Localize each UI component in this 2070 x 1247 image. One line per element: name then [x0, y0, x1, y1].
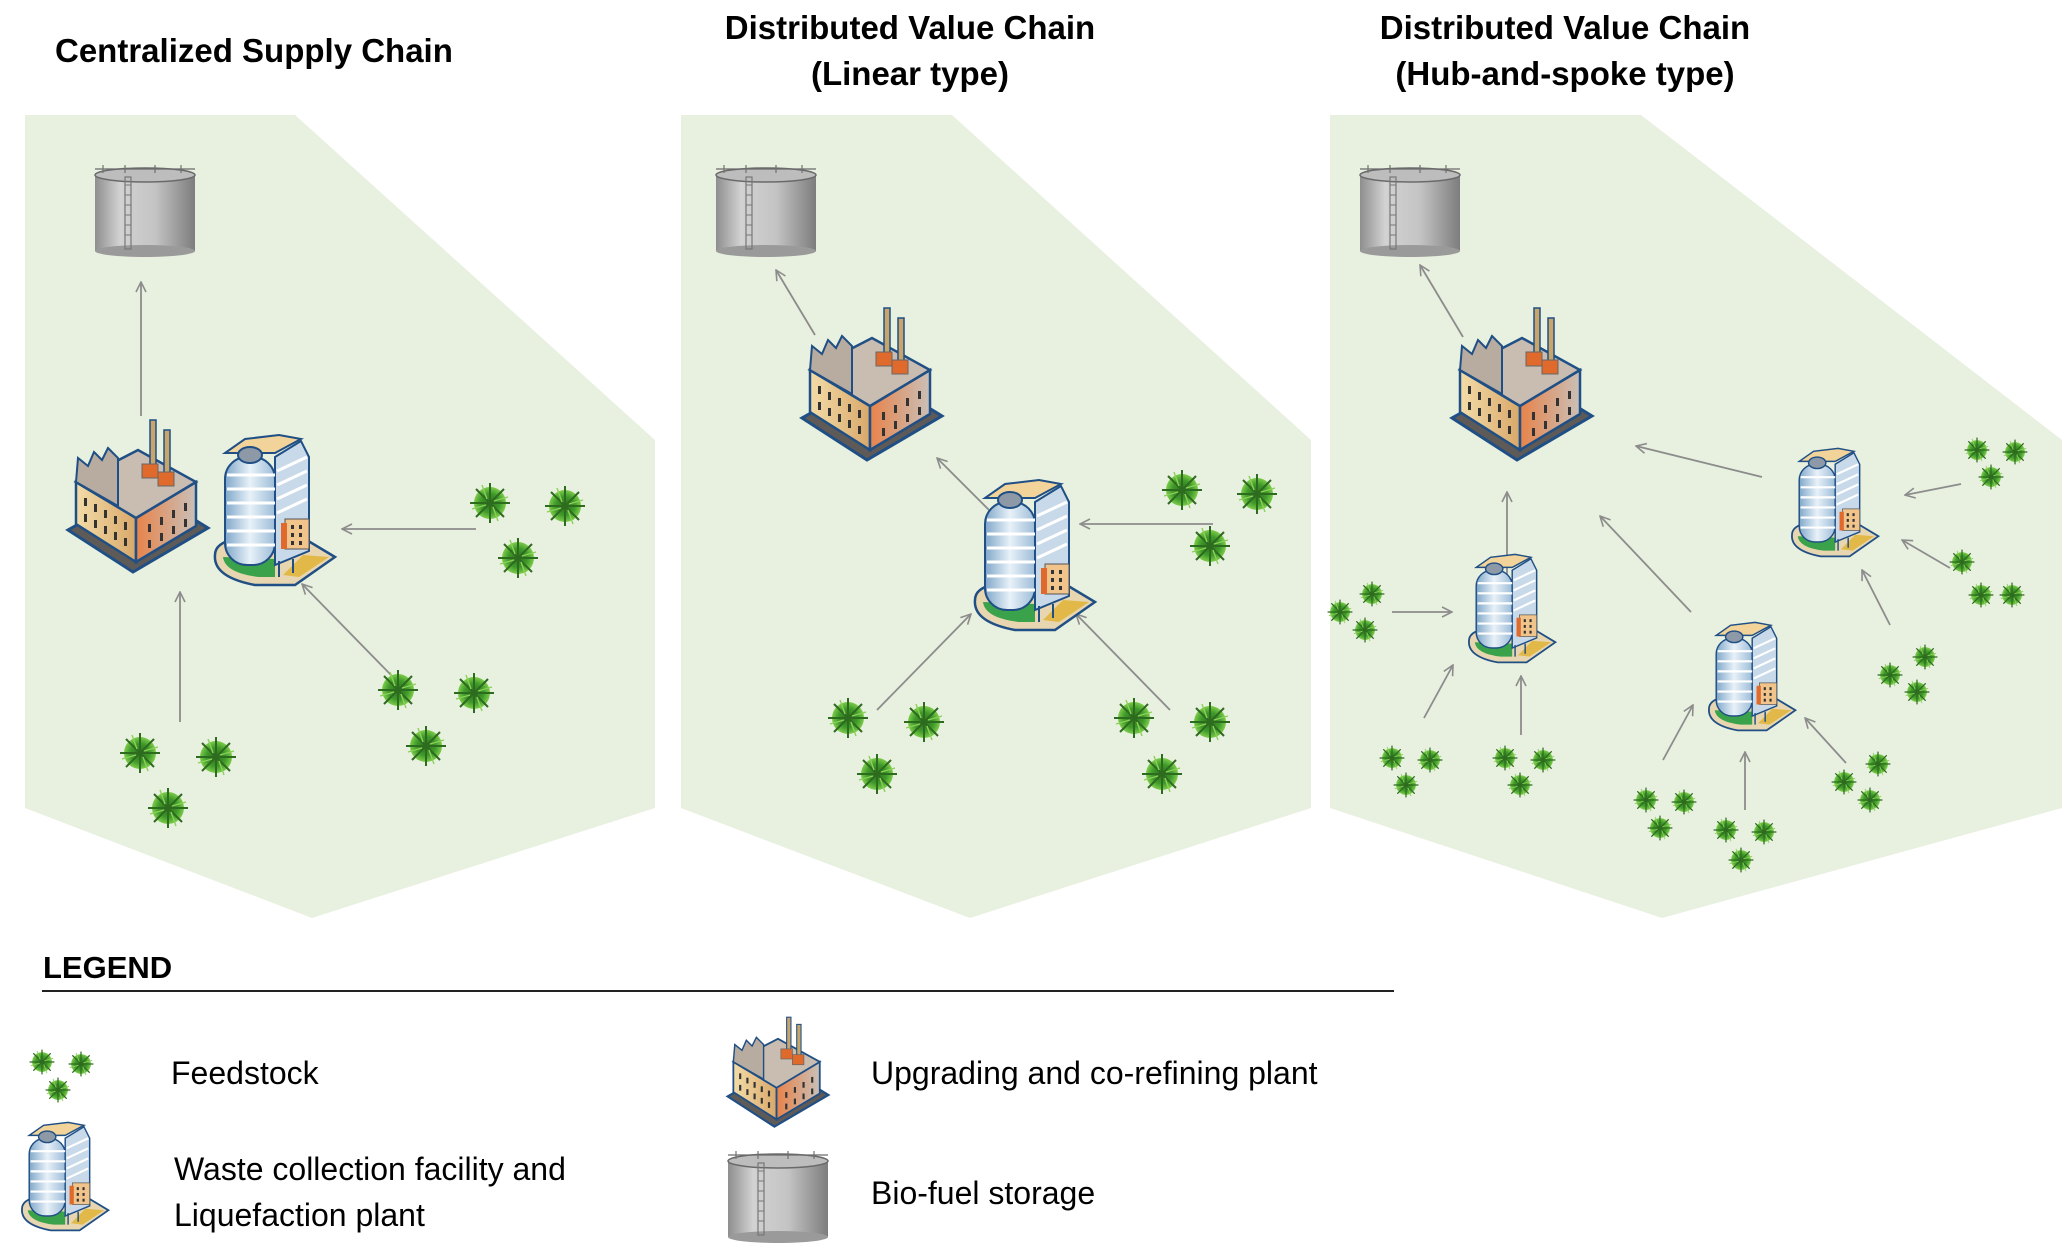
flow-arrow [1905, 483, 1962, 495]
panel-hub-spoke [1328, 164, 2028, 872]
flow-arrow [1902, 540, 1951, 569]
biofuel-storage-icon [727, 1150, 829, 1244]
feedstock-icon [1161, 469, 1203, 511]
flow-arrow [1636, 446, 1763, 478]
feedstock-icon [497, 537, 539, 579]
feedstock-icon [827, 697, 869, 739]
flow-arrow [1862, 570, 1891, 626]
flow-arrow [1076, 614, 1171, 711]
panel-title-linear: Distributed Value Chain (Linear type) [690, 5, 1130, 97]
legend-feedstock-icon [30, 1050, 94, 1103]
waste-collection-icon [20, 1121, 110, 1232]
biofuel-storage-icon [715, 164, 817, 258]
feedstock-icon [1189, 525, 1231, 567]
feedstock-icon [544, 485, 586, 527]
biofuel-storage-icon [1359, 164, 1461, 258]
flow-arrow [876, 614, 971, 711]
panel-title-centralized: Centralized Supply Chain [30, 28, 475, 74]
flow-arrow [1662, 705, 1693, 761]
feedstock-icon [405, 725, 447, 767]
panel-title-hub-spoke: Distributed Value Chain (Hub-and-spoke ty… [1345, 5, 1785, 97]
panel-background-hub-spoke [1330, 115, 2062, 918]
panel-subtitle-line: (Hub-and-spoke type) [1395, 55, 1735, 92]
feedstock-icon [1141, 753, 1183, 795]
panel-title-line: Distributed Value Chain [1379, 9, 1751, 46]
upgrading-plant-icon [726, 1016, 830, 1128]
panel-centralized [66, 164, 586, 829]
feedstock-icon [377, 669, 419, 711]
feedstock-icon [856, 753, 898, 795]
feedstock-icon [30, 1050, 55, 1075]
panel-title-line: Centralized Supply Chain [55, 32, 453, 69]
legend-label-feedstock: Feedstock [171, 1055, 319, 1091]
feedstock-icon [195, 736, 237, 778]
feedstock-icon [453, 672, 495, 714]
panel-subtitle-line: (Linear type) [810, 55, 1010, 92]
feedstock-icon [1236, 473, 1278, 515]
legend-title: LEGEND [43, 950, 173, 985]
feedstock-icon [69, 1052, 94, 1077]
feedstock-icon [1189, 701, 1231, 743]
feedstock-icon [147, 787, 189, 829]
legend-label-line: Waste collection facility and [174, 1151, 566, 1187]
feedstock-icon [119, 732, 161, 774]
panel-background-centralized [25, 115, 655, 918]
flow-arrow [1423, 665, 1453, 719]
feedstock-icon [1113, 697, 1155, 739]
flow-arrow [1805, 718, 1847, 764]
panel-title-line: Distributed Value Chain [724, 9, 1096, 46]
flow-arrow [302, 584, 393, 677]
legend-label-line: Liquefaction plant [174, 1197, 425, 1233]
biofuel-storage-icon [94, 164, 196, 258]
legend-label-biofuel-storage: Bio-fuel storage [871, 1175, 1096, 1211]
flow-arrow [776, 270, 816, 336]
panel-linear [715, 164, 1278, 795]
flow-arrow [1600, 516, 1692, 613]
legend-divider [42, 990, 1394, 992]
flow-arrow [1420, 265, 1464, 338]
legend-label-upgrading-plant: Upgrading and co-refining plant [871, 1055, 1318, 1091]
flow-arrow [937, 458, 991, 512]
feedstock-icon [46, 1078, 71, 1103]
feedstock-icon [903, 701, 945, 743]
feedstock-icon [469, 482, 511, 524]
legend-label-waste-collection: Waste collection facility and Liquefacti… [174, 1146, 566, 1238]
